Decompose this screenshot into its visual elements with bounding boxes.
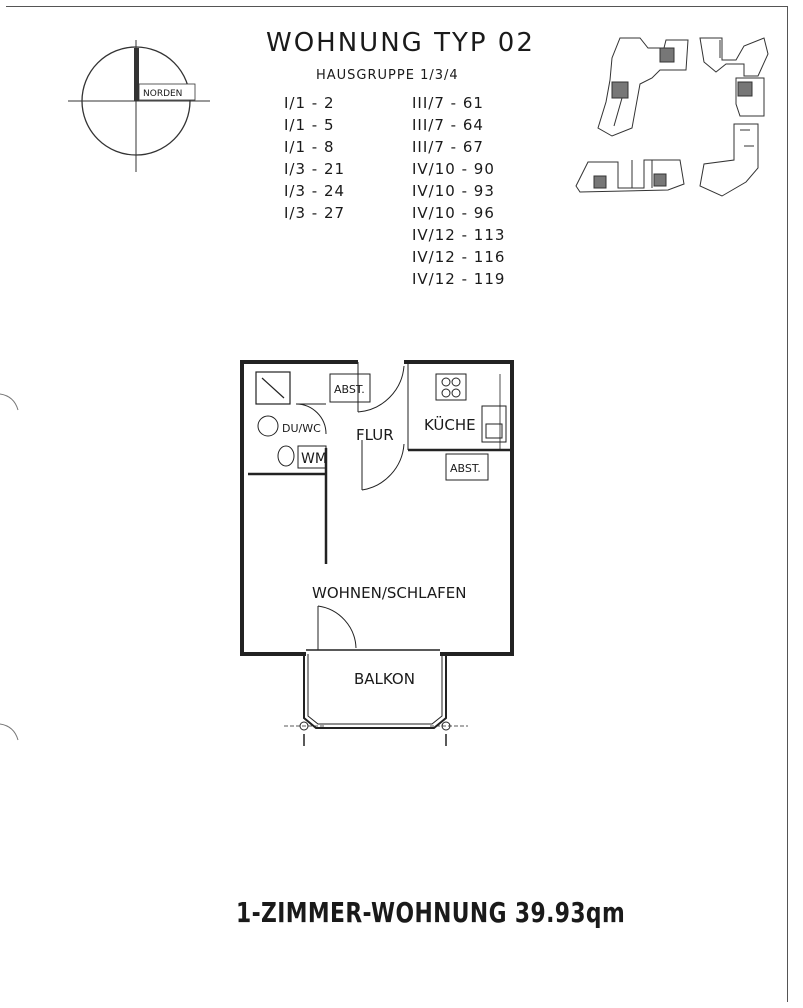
living-room-label: WOHNEN/SCHLAFEN	[312, 584, 466, 602]
unit-number: I/1 - 8	[284, 138, 335, 156]
page-frame	[6, 6, 788, 1002]
unit-list-column-1: I/1 - 2 I/1 - 5 I/1 - 8 I/3 - 21 I/3 - 2…	[284, 92, 345, 224]
house-group-label: HAUSGRUPPE 1/3/4	[316, 68, 459, 83]
unit-number: IV/10 - 93	[412, 182, 495, 200]
binder-mark	[0, 393, 19, 411]
unit-number: I/3 - 21	[284, 160, 346, 178]
hallway-label: FLUR	[356, 426, 394, 444]
binder-mark	[0, 723, 19, 741]
unit-number: IV/12 - 116	[412, 248, 506, 266]
unit-number: IV/10 - 90	[412, 160, 495, 178]
washing-machine-label: WM	[301, 451, 327, 467]
bathroom-label: DU/WC	[282, 422, 321, 435]
page-title: WOHNUNG TYP 02	[266, 28, 535, 58]
unit-number: IV/10 - 96	[412, 204, 495, 222]
floor-plan	[240, 360, 514, 746]
unit-number: IV/12 - 119	[412, 270, 506, 288]
storage-label-2: ABST.	[450, 462, 481, 475]
unit-number: III/7 - 64	[412, 116, 484, 134]
compass-icon	[68, 40, 210, 172]
unit-number: I/3 - 27	[284, 204, 346, 222]
unit-number: I/3 - 24	[284, 182, 346, 200]
balcony-label: BALKON	[354, 670, 415, 688]
unit-number: IV/12 - 113	[412, 226, 506, 244]
unit-number: I/1 - 2	[284, 94, 335, 112]
unit-number: III/7 - 67	[412, 138, 484, 156]
kitchen-label: KÜCHE	[424, 415, 476, 434]
storage-label: ABST.	[334, 383, 365, 396]
unit-list-column-2: III/7 - 61 III/7 - 64 III/7 - 67 IV/10 -…	[412, 92, 505, 290]
north-label: NORDEN	[143, 89, 182, 99]
unit-number: III/7 - 61	[412, 94, 484, 112]
unit-number: I/1 - 5	[284, 116, 335, 134]
site-keyplan	[575, 37, 769, 197]
apartment-summary: 1-ZIMMER-WOHNUNG 39.93qm	[236, 896, 626, 929]
